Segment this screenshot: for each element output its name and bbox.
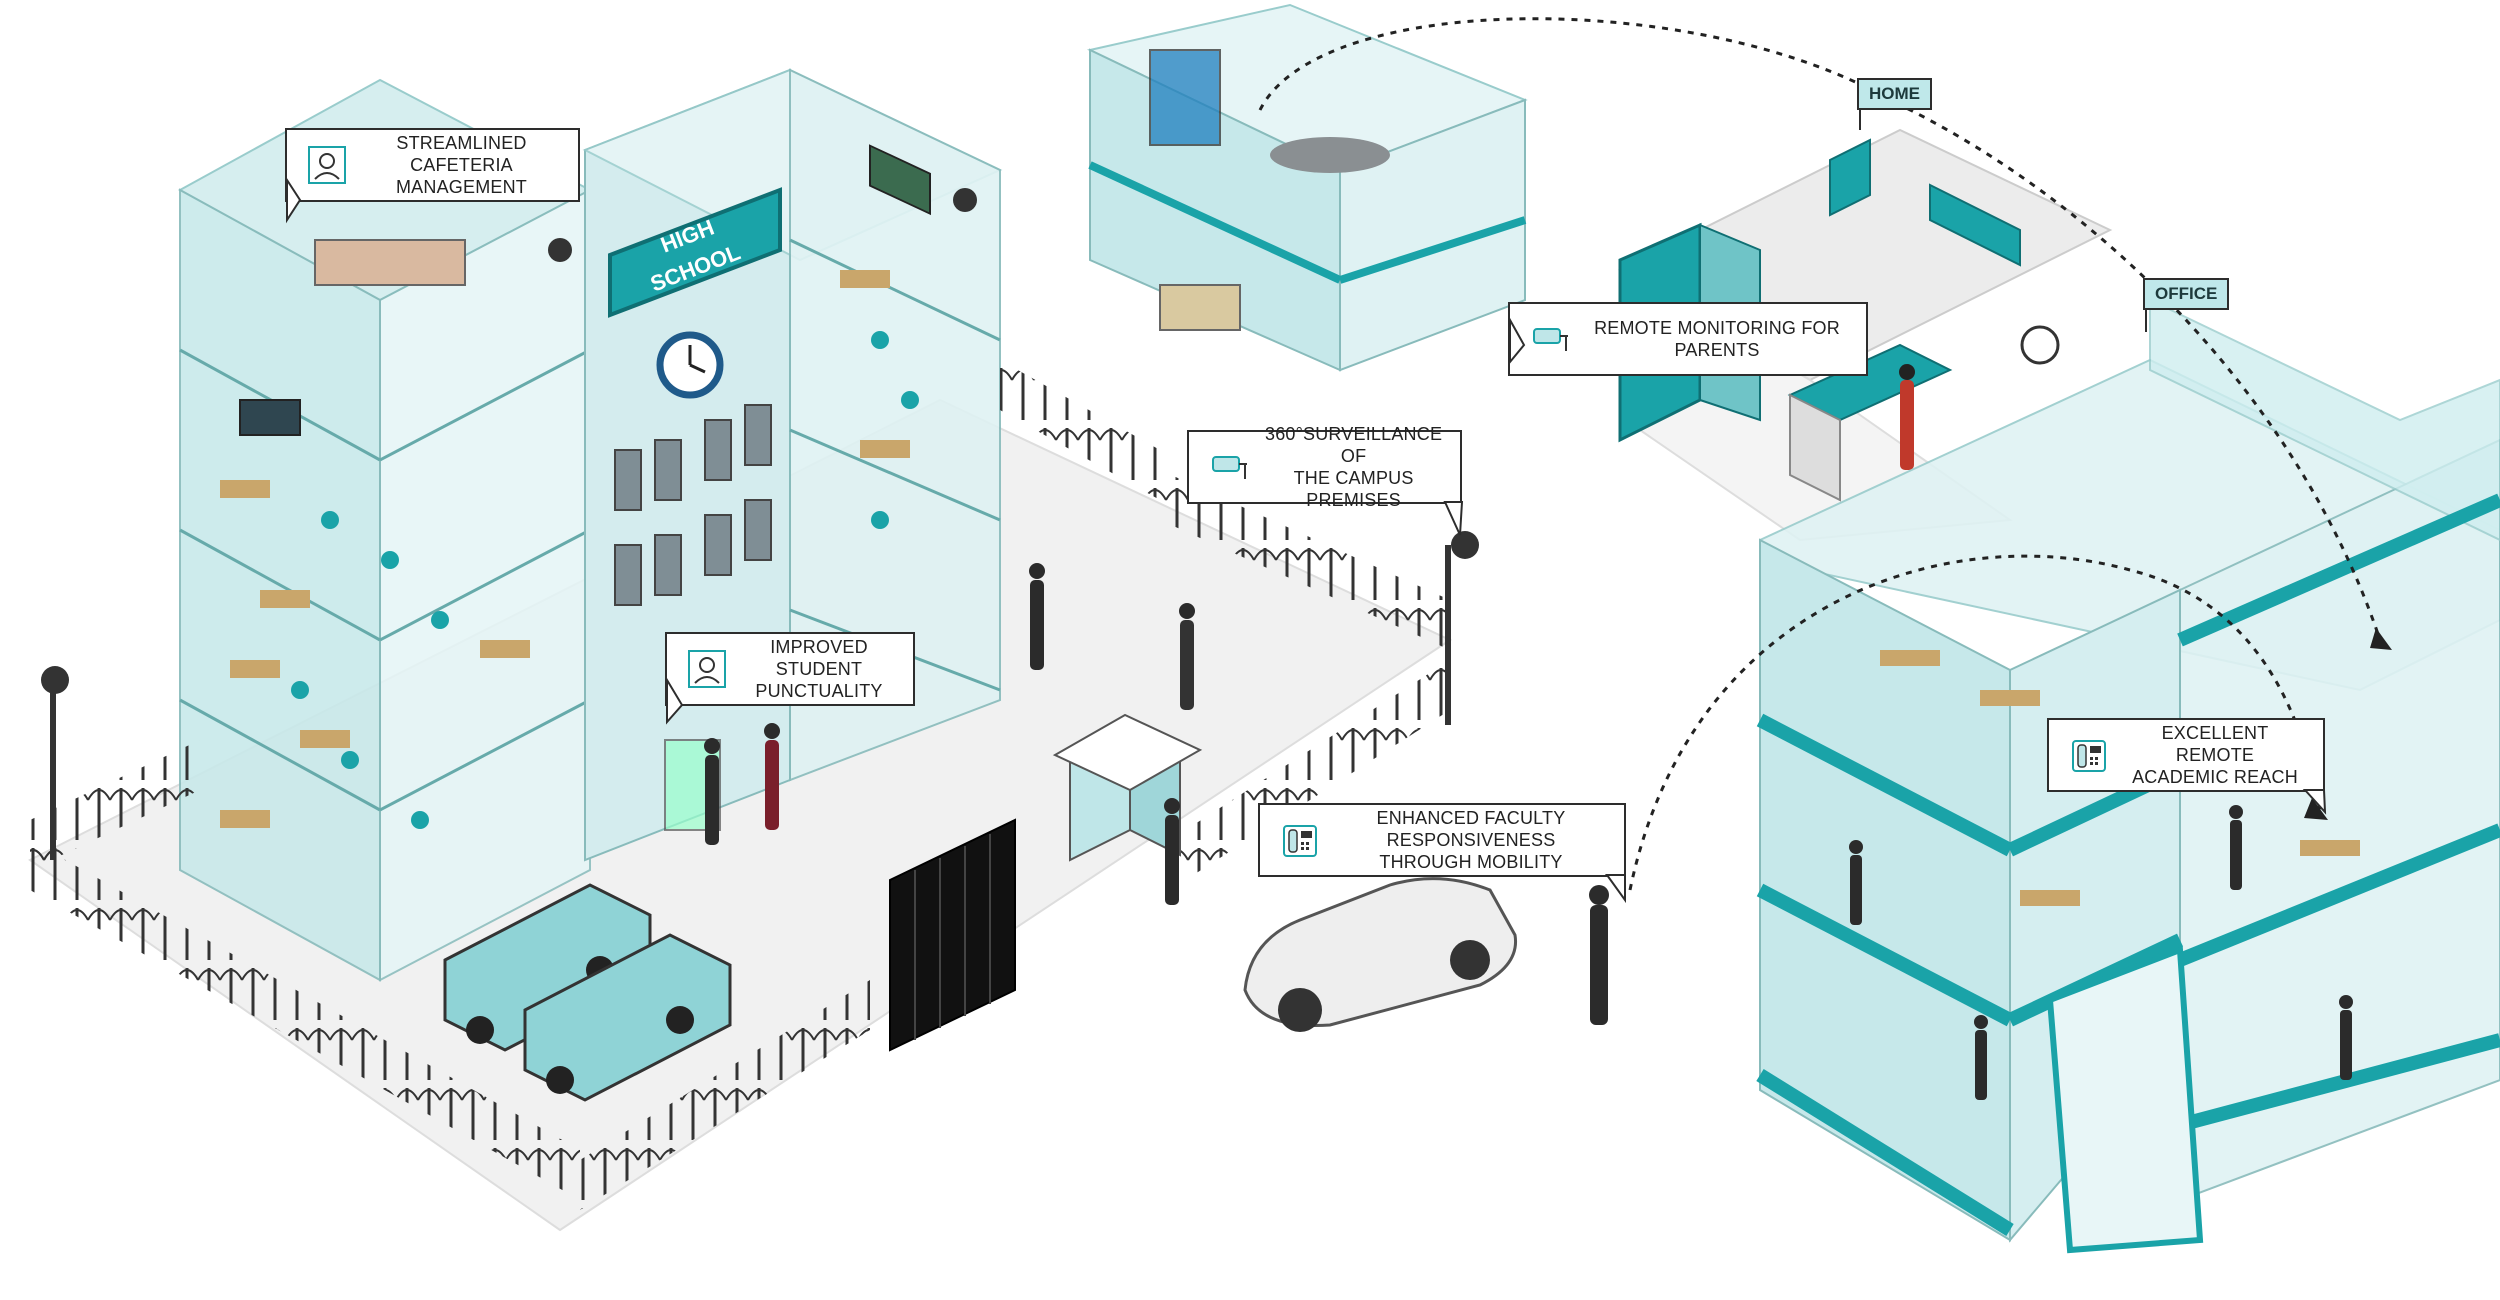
callout-faculty-line1: ENHANCED FACULTY RESPONSIVENESS bbox=[1376, 808, 1566, 850]
callout-cafeteria-line1: STREAMLINED CAFETERIA bbox=[396, 133, 527, 175]
callout-surveillance-line2: THE CAMPUS PREMISES bbox=[1293, 468, 1414, 510]
callout-parents: REMOTE MONITORING FOR PARENTS bbox=[1508, 302, 1868, 376]
callout-surveillance-line1: 360°SURVEILLANCE OF bbox=[1265, 424, 1443, 466]
callout-academic-line1: EXCELLENT REMOTE bbox=[2161, 723, 2269, 765]
office-building-right bbox=[1756, 298, 2500, 1254]
callout-cafeteria-line2: MANAGEMENT bbox=[395, 177, 527, 197]
face-recognition-icon bbox=[688, 650, 726, 688]
tag-office-stem bbox=[2145, 310, 2147, 332]
connection-arc-top bbox=[1258, 17, 2382, 641]
callout-punctuality-line1: IMPROVED STUDENT bbox=[770, 637, 868, 679]
tag-home: HOME bbox=[1857, 78, 1932, 110]
security-camera-icon bbox=[1212, 456, 1247, 479]
connection-arc-bottom bbox=[1628, 554, 2322, 891]
face-recognition-icon bbox=[308, 146, 346, 184]
main-gate bbox=[889, 818, 1016, 1052]
office-building-top bbox=[1086, 3, 1528, 372]
security-camera-icon bbox=[1533, 328, 1568, 351]
campus-fence bbox=[30, 360, 1450, 1210]
callout-faculty-line2: THROUGH MOBILITY bbox=[1379, 852, 1563, 872]
ip-phone-icon bbox=[1283, 825, 1317, 857]
callout-punctuality-line2: PUNCTUALITY bbox=[755, 681, 883, 701]
callout-academic-line2: ACADEMIC REACH bbox=[2132, 767, 2298, 787]
tag-home-stem bbox=[1859, 110, 1861, 130]
car bbox=[1243, 877, 1518, 1032]
school-bus-2 bbox=[523, 933, 732, 1102]
callout-parents-line1: REMOTE MONITORING FOR PARENTS bbox=[1594, 318, 1840, 360]
tag-office: OFFICE bbox=[2143, 278, 2230, 310]
security-camera-icon bbox=[41, 188, 1479, 860]
ip-phone-icon bbox=[2072, 740, 2106, 772]
